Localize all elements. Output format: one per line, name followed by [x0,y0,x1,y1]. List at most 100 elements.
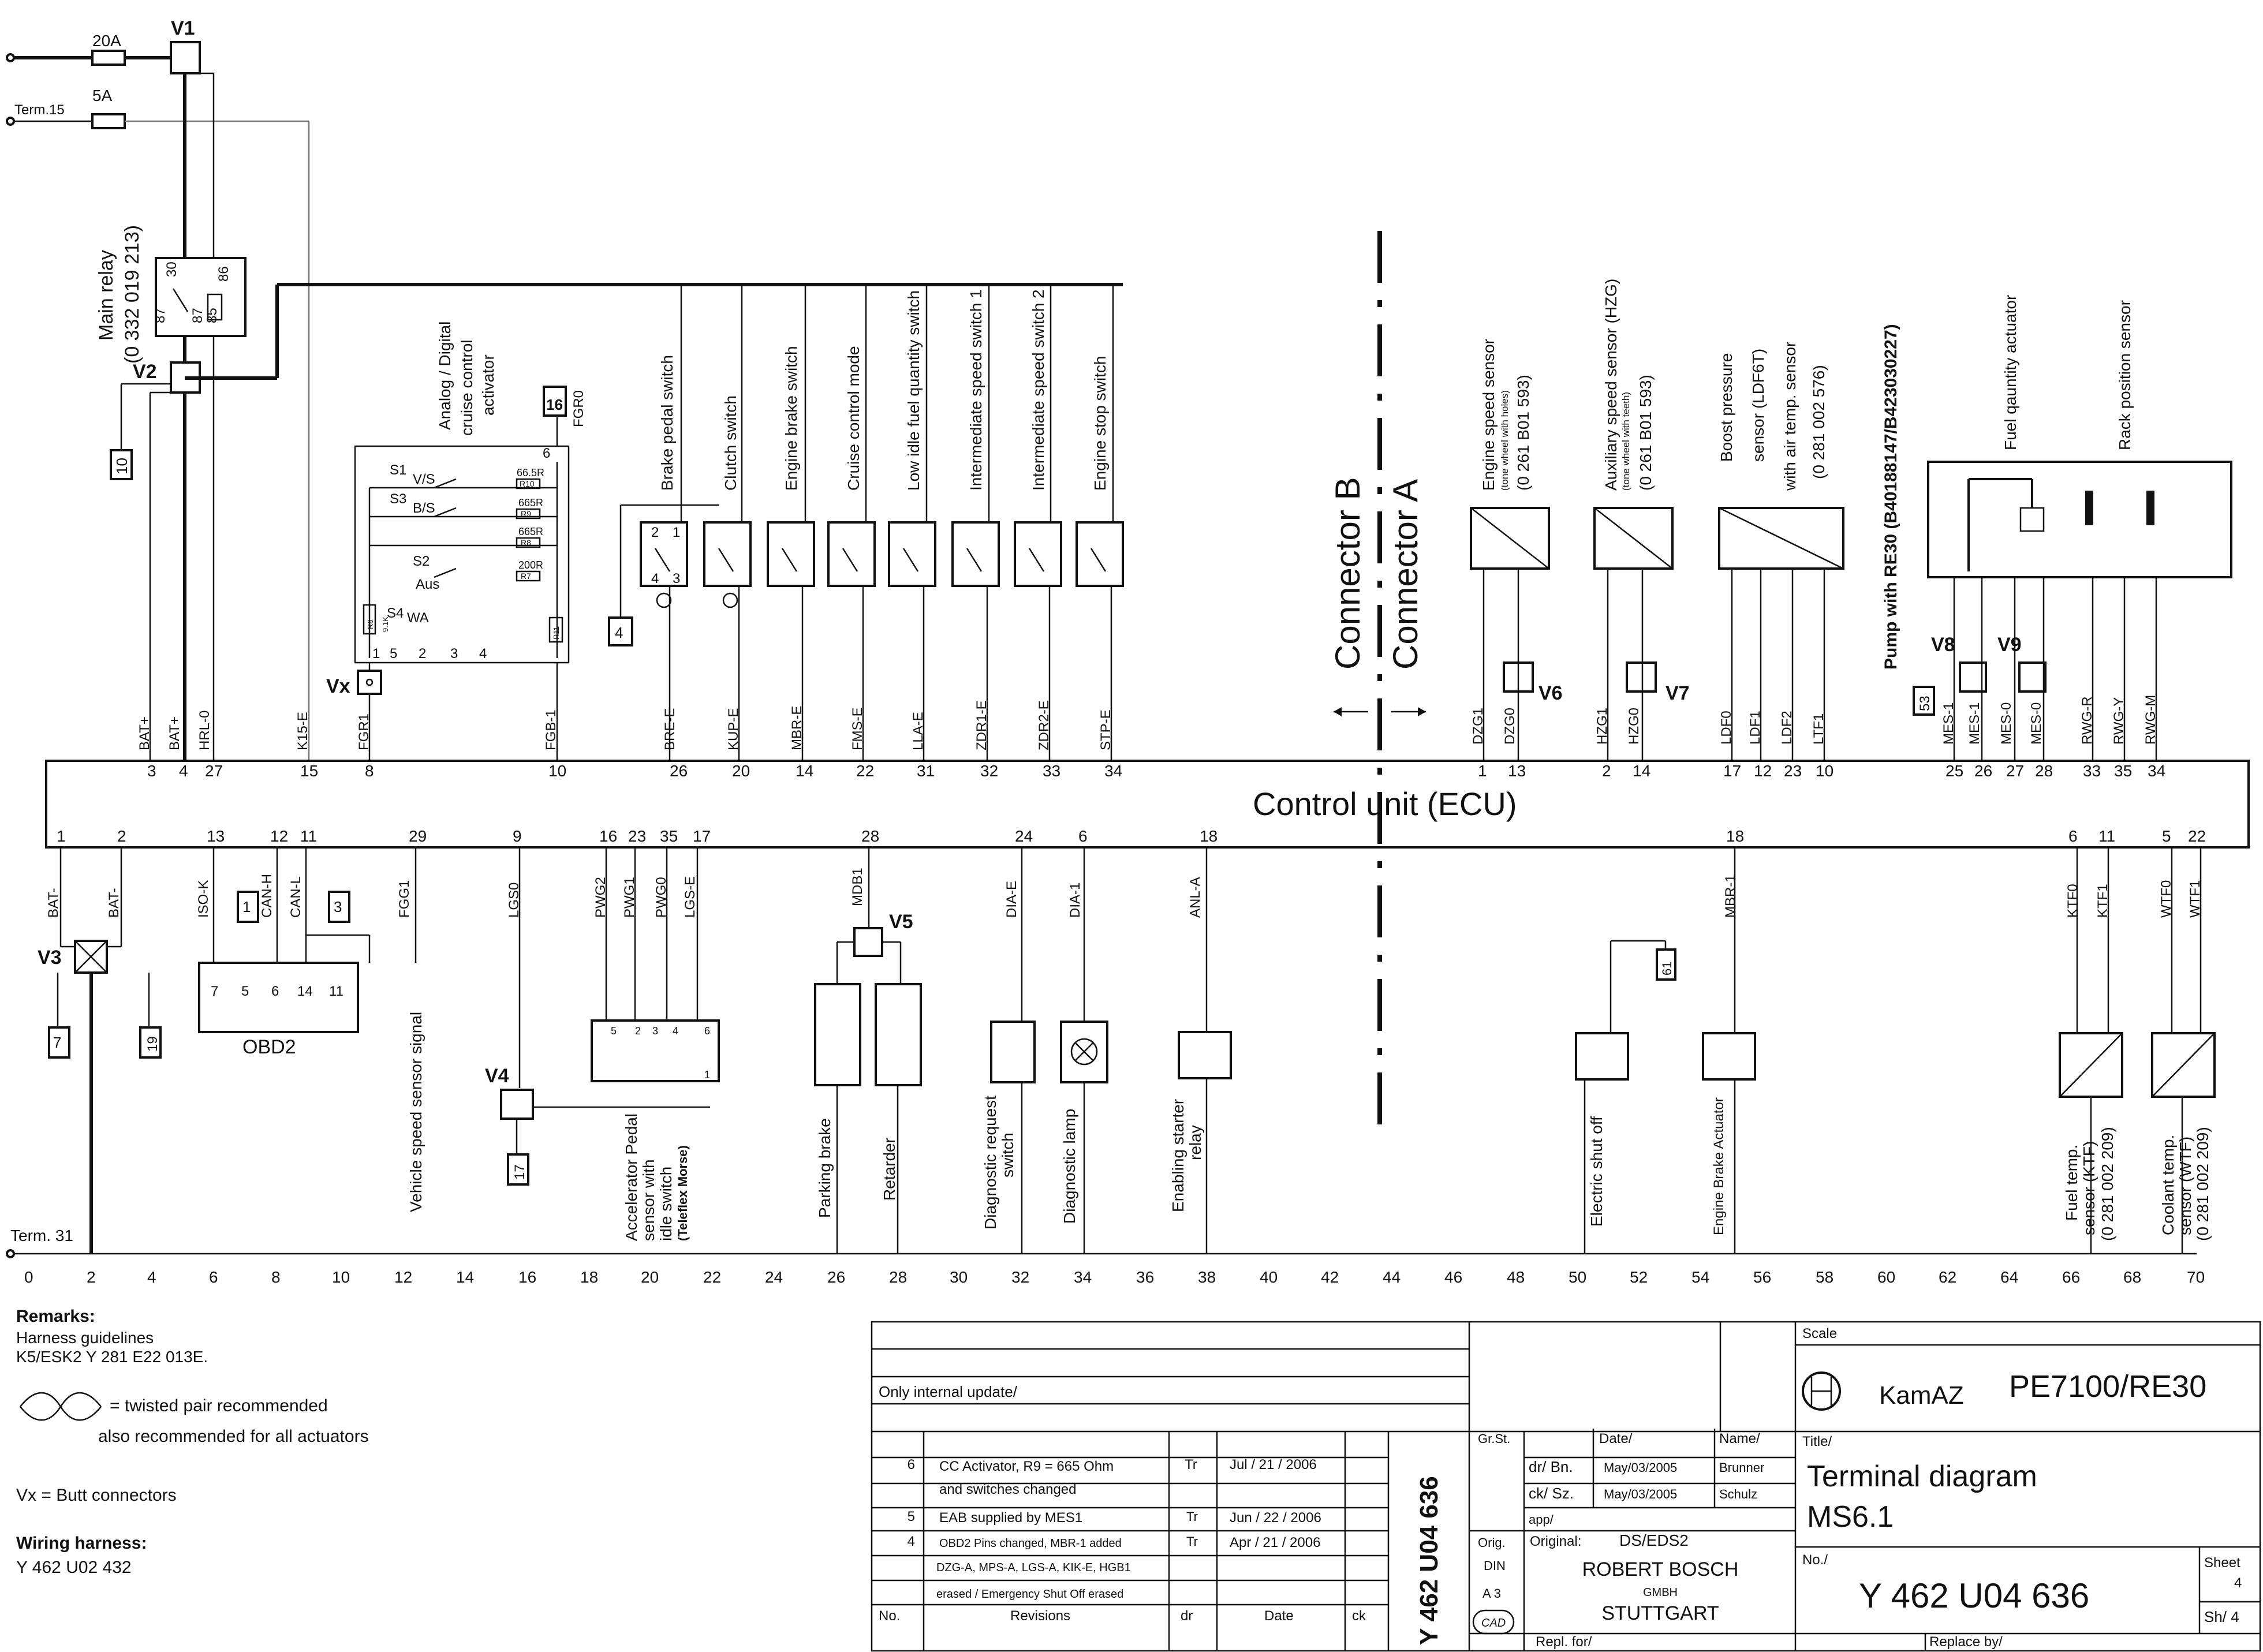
term31-label: Term. 31 [10,1227,73,1244]
svg-text:15: 15 [300,762,318,780]
svg-text:Apr / 21 / 2006: Apr / 21 / 2006 [1230,1535,1320,1550]
svg-text:No./: No./ [1802,1552,1828,1568]
starter-relay-label-2: relay [1186,1125,1204,1160]
svg-text:BAT-: BAT- [106,888,122,918]
top-switches: 4 2 1 4 3 Brake pedal switch Clutch swit… [608,285,1124,762]
svg-text:V5: V5 [889,911,913,933]
svg-text:1: 1 [704,1069,710,1081]
svg-text:85: 85 [204,308,220,323]
svg-text:= twisted pair recommended: = twisted pair recommended [110,1396,328,1415]
svg-text:Vx = Butt connectors: Vx = Butt connectors [16,1486,177,1505]
svg-text:S4: S4 [387,606,404,621]
svg-text:87: 87 [190,308,206,323]
svg-text:BRE-E: BRE-E [662,708,678,750]
bosch-logo-icon [1802,1371,1841,1411]
svg-text:DZG0: DZG0 [1502,708,1518,745]
svg-text:58: 58 [1816,1268,1833,1286]
svg-text:V/S: V/S [413,472,435,487]
cruise-title-2: cruise control [458,339,476,436]
svg-text:32: 32 [1011,1268,1029,1286]
right-sensors: Engine speed sensor (tone wheel with hol… [1470,279,2232,762]
svg-text:FGB-1: FGB-1 [543,709,559,750]
ref-3: 3 [334,898,342,915]
pedal-label-3: idle switch [657,1167,675,1241]
svg-text:6: 6 [908,1457,915,1472]
svg-text:also recommended for all actua: also recommended for all actuators [98,1427,369,1446]
remarks: Remarks: Harness guidelines K5/ESK2 Y 28… [16,1307,369,1577]
wtf-label-2: sensor (WTF) [2176,1137,2194,1235]
svg-text:6: 6 [1078,827,1088,845]
ref-4: 4 [615,624,623,641]
svg-text:14: 14 [1633,762,1650,780]
svg-text:Y 462 U02 432: Y 462 U02 432 [16,1558,132,1577]
svg-text:Tr: Tr [1186,1534,1198,1549]
drawing-subtitle: MS6.1 [1807,1500,1894,1534]
svg-text:Rack position sensor: Rack position sensor [2116,300,2134,450]
ref-53: 53 [1917,696,1933,711]
cruise-activator: Analog / Digital cruise control activato… [326,322,587,762]
right-signals: DZG1 DZG0 HZG1 HZG0 LDF0 LDF1 LDF2 LTF1 … [1470,695,2165,780]
svg-text:MES-1: MES-1 [1967,702,1982,745]
svg-text:30: 30 [950,1268,968,1286]
ref-10: 10 [113,458,130,474]
svg-text:5: 5 [908,1509,915,1524]
svg-text:DIA-E: DIA-E [1004,881,1020,918]
connector-a-label: Connector A [1386,479,1425,670]
svg-text:STP-E: STP-E [1098,709,1114,750]
svg-text:KamAZ: KamAZ [1879,1381,1964,1410]
bottom-signals: BAT- BAT- ISO-K CAN-H CAN-L FGG1 LGS0 PW… [46,868,2203,918]
svg-text:14: 14 [456,1268,474,1286]
top-switch-6: Intermediate speed switch 1 [967,289,985,491]
vertical-number: Y 462 U04 636 [1415,1476,1443,1645]
ref-1: 1 [242,898,251,915]
svg-text:Sheet: Sheet [2204,1555,2240,1571]
svg-text:4: 4 [673,1025,678,1037]
svg-text:HRL-0: HRL-0 [197,711,212,750]
svg-text:2: 2 [651,525,659,540]
svg-text:14: 14 [297,984,313,999]
svg-text:4: 4 [651,571,659,586]
ktf-label-3: (0 281 002 209) [2098,1127,2116,1241]
svg-text:26: 26 [1974,762,1992,780]
svg-text:32: 32 [980,762,998,780]
svg-text:LDF2: LDF2 [1779,711,1795,745]
svg-text:RWG-M: RWG-M [2143,695,2159,745]
svg-text:17: 17 [693,827,711,845]
svg-text:26: 26 [827,1268,845,1286]
svg-text:665R: 665R [518,497,543,509]
svg-text:S3: S3 [390,491,406,507]
svg-text:Revisions: Revisions [1010,1608,1070,1624]
svg-text:Date/: Date/ [1599,1431,1633,1447]
svg-text:Boost pressure: Boost pressure [1717,353,1735,462]
top-signals: BAT+ BAT+ HRL-0 K15-E FGR1 FGB-1 BRE-E K… [137,700,1122,780]
svg-text:64: 64 [2000,1268,2018,1286]
svg-text:17: 17 [1723,762,1741,780]
svg-text:4: 4 [479,646,487,661]
svg-text:60: 60 [1877,1268,1895,1286]
svg-text:14: 14 [796,762,813,780]
pedal-label-2: sensor with [640,1159,658,1241]
parking-brake-label: Parking brake [816,1118,834,1218]
svg-text:R9: R9 [521,509,531,518]
wtf-label-3: (0 281 002 209) [2194,1127,2212,1241]
svg-text:6: 6 [209,1268,218,1286]
svg-text:34: 34 [1074,1268,1092,1286]
svg-text:10: 10 [1816,762,1833,780]
svg-text:30: 30 [164,261,180,277]
connector-b-label: Connector B [1328,477,1367,670]
top-switch-3: Engine brake switch [782,346,800,491]
svg-text:Jul / 21 / 2006: Jul / 21 / 2006 [1230,1457,1317,1472]
svg-text:2: 2 [117,827,126,845]
svg-text:K15-E: K15-E [295,712,311,750]
svg-text:EAB supplied by MES1: EAB supplied by MES1 [939,1510,1082,1526]
svg-text:MES-1: MES-1 [1941,702,1956,745]
svg-text:Fuel qauntity actuator: Fuel qauntity actuator [2001,295,2019,450]
svg-text:8: 8 [365,762,374,780]
svg-text:29: 29 [409,827,427,845]
svg-text:(tone wheel with holes): (tone wheel with holes) [1499,390,1510,491]
vss-label: Vehicle speed sensor signal [407,1012,425,1212]
svg-text:16: 16 [518,1268,536,1286]
svg-text:Jun / 22 / 2006: Jun / 22 / 2006 [1230,1510,1321,1526]
retarder-label: Retarder [880,1138,898,1201]
